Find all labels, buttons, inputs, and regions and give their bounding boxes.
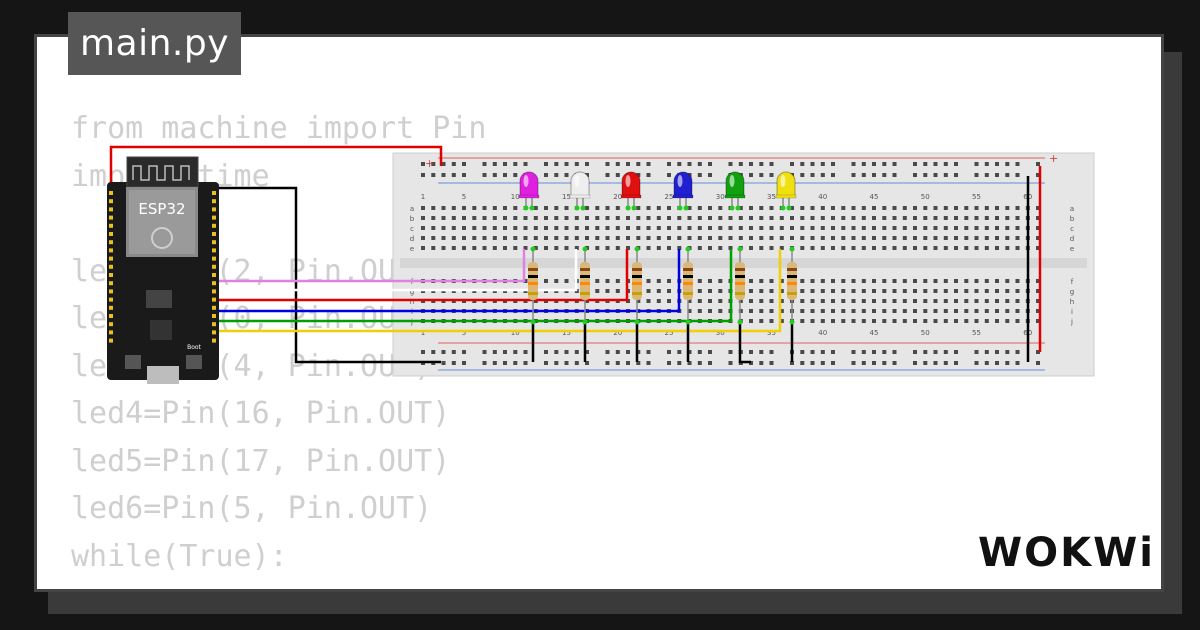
row-letter: e <box>410 245 414 253</box>
row-letter: i <box>1071 308 1073 316</box>
resistor <box>580 246 590 325</box>
column-number: 40 <box>818 193 827 201</box>
wire-white <box>215 249 578 292</box>
row-letter: b <box>1070 215 1075 223</box>
led-blue[interactable] <box>672 171 694 211</box>
column-number: 15 <box>562 193 571 201</box>
led-yellow[interactable] <box>775 171 797 211</box>
column-number: 55 <box>972 193 981 201</box>
column-number: 45 <box>870 329 879 337</box>
row-letter: e <box>1070 245 1074 253</box>
wire-blue <box>215 249 681 313</box>
row-letter: g <box>1070 288 1074 296</box>
column-number: 5 <box>462 193 466 201</box>
column-number: 55 <box>972 329 981 337</box>
row-letter: c <box>1070 225 1074 233</box>
resistor <box>683 246 693 325</box>
column-number: 40 <box>818 329 827 337</box>
row-letter: g <box>410 288 414 296</box>
boot-button[interactable] <box>186 355 202 369</box>
code-line: from machine import Pin <box>71 111 487 146</box>
boot-label: Boot <box>187 344 201 351</box>
esp32-label: ESP32 <box>138 200 185 218</box>
wire-pink <box>215 249 526 283</box>
resistors <box>528 246 797 325</box>
column-number: 20 <box>613 329 622 337</box>
column-number: 10 <box>511 193 520 201</box>
column-number: 30 <box>716 193 725 201</box>
row-letter: b <box>410 215 415 223</box>
resistor <box>735 246 745 325</box>
column-number: 50 <box>921 193 930 201</box>
code-line: led1.value(1) <box>71 580 486 589</box>
resistor <box>787 246 797 325</box>
code-line: led4=Pin(16, Pin.OUT) <box>71 396 451 431</box>
column-number: 50 <box>921 329 930 337</box>
column-number: 25 <box>665 193 674 201</box>
row-letter: h <box>1070 298 1074 306</box>
column-number: 35 <box>767 329 776 337</box>
column-number: 35 <box>767 193 776 201</box>
usb-port <box>147 366 179 384</box>
file-tab[interactable]: main.py <box>68 12 241 75</box>
column-number: 45 <box>870 193 879 201</box>
column-number: 1 <box>421 329 425 337</box>
led-red[interactable] <box>620 171 642 211</box>
column-number: 30 <box>716 329 725 337</box>
row-letter: f <box>1071 278 1074 286</box>
column-number: 1 <box>421 193 425 201</box>
column-number: 5 <box>462 329 466 337</box>
wire-yellow <box>215 249 782 333</box>
wire-green <box>215 249 733 323</box>
wire-red <box>215 249 629 302</box>
espressif-logo <box>151 227 173 249</box>
esp32-board: ESP32 Boot <box>107 156 219 384</box>
column-number: 15 <box>562 329 571 337</box>
leds <box>518 171 797 211</box>
row-letter: c <box>410 225 414 233</box>
code-line: led5=Pin(17, Pin.OUT) <box>71 443 451 479</box>
led-white[interactable] <box>569 171 591 211</box>
rail-plus-label-right: + <box>1049 152 1058 165</box>
code-line: while(True): <box>71 538 288 574</box>
row-letter: j <box>1070 318 1073 326</box>
row-letter: a <box>410 205 414 213</box>
row-letter: h <box>410 298 414 306</box>
column-number: 25 <box>665 329 674 337</box>
row-letter: d <box>410 235 414 243</box>
column-number: 20 <box>613 193 622 201</box>
led-green[interactable] <box>724 171 746 211</box>
row-letter: d <box>1070 235 1074 243</box>
wokwi-logo: WOKWi <box>978 530 1155 576</box>
esp32-pins <box>109 191 216 343</box>
wire-black-gnd <box>215 186 441 364</box>
wire-gnd-5 <box>738 322 751 364</box>
rail-plus-label: + <box>425 157 434 170</box>
led-magenta[interactable] <box>518 171 540 211</box>
column-number: 10 <box>511 329 520 337</box>
wires <box>109 145 1042 364</box>
row-letter: a <box>1070 205 1074 213</box>
resistor <box>528 246 538 325</box>
code-line: led6=Pin(5, Pin.OUT) <box>71 491 433 526</box>
resistor <box>632 246 642 325</box>
en-button[interactable] <box>125 355 141 369</box>
wire-red-top <box>109 145 443 188</box>
